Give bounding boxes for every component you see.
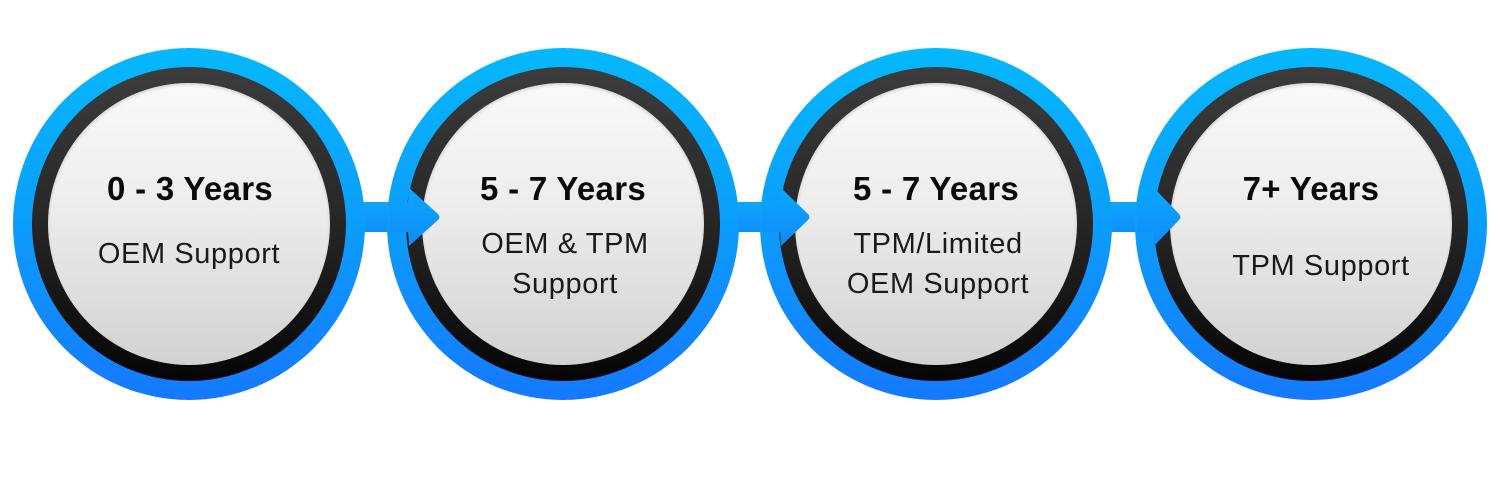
stage-circle-1: 0 - 3 Years OEM Support: [13, 48, 365, 400]
stage-subtitle: TPM Support: [1155, 246, 1487, 286]
stage-subtitle-line: TPM/Limited: [853, 228, 1023, 260]
stage-title: 5 - 7 Years: [853, 170, 1019, 207]
stage-subtitle-line: OEM Support: [846, 268, 1030, 300]
stage-title: 5 - 7 Years: [480, 170, 646, 207]
stage-fill: [422, 83, 704, 365]
stage-fill: [48, 83, 330, 365]
stage-text: 0 - 3 Years OEM Support: [13, 48, 365, 400]
stage-circle-4: 7+ Years TPM Support: [1135, 48, 1487, 400]
stage-title: 0 - 3 Years: [107, 170, 273, 207]
stage-subtitle-line: OEM Support: [97, 238, 281, 270]
stage-text: 5 - 7 Years OEM & TPM Support: [387, 48, 739, 400]
stage-subtitle: OEM & TPM Support: [391, 224, 739, 304]
stage-subtitle-line: Support: [512, 268, 618, 300]
stage-fill: [795, 83, 1077, 365]
stage-circle-2: 5 - 7 Years OEM & TPM Support: [387, 48, 739, 400]
stage-text: 5 - 7 Years TPM/Limited OEM Support: [760, 48, 1112, 400]
stage-ring: [32, 67, 346, 381]
stage-circle-3: 5 - 7 Years TPM/Limited OEM Support: [760, 48, 1112, 400]
stage-fill: [1170, 83, 1452, 365]
stage-subtitle: TPM/Limited OEM Support: [764, 224, 1112, 304]
stage-text: 7+ Years TPM Support: [1135, 48, 1487, 400]
stage-title: 7+ Years: [1242, 170, 1380, 207]
stage-ring: [406, 67, 720, 381]
stage-subtitle-line: OEM & TPM: [481, 228, 649, 260]
stage-ring: [1154, 67, 1468, 381]
stage-subtitle-line: TPM Support: [1232, 250, 1410, 282]
stage-ring: [779, 67, 1093, 381]
stage-subtitle: OEM Support: [13, 234, 365, 274]
